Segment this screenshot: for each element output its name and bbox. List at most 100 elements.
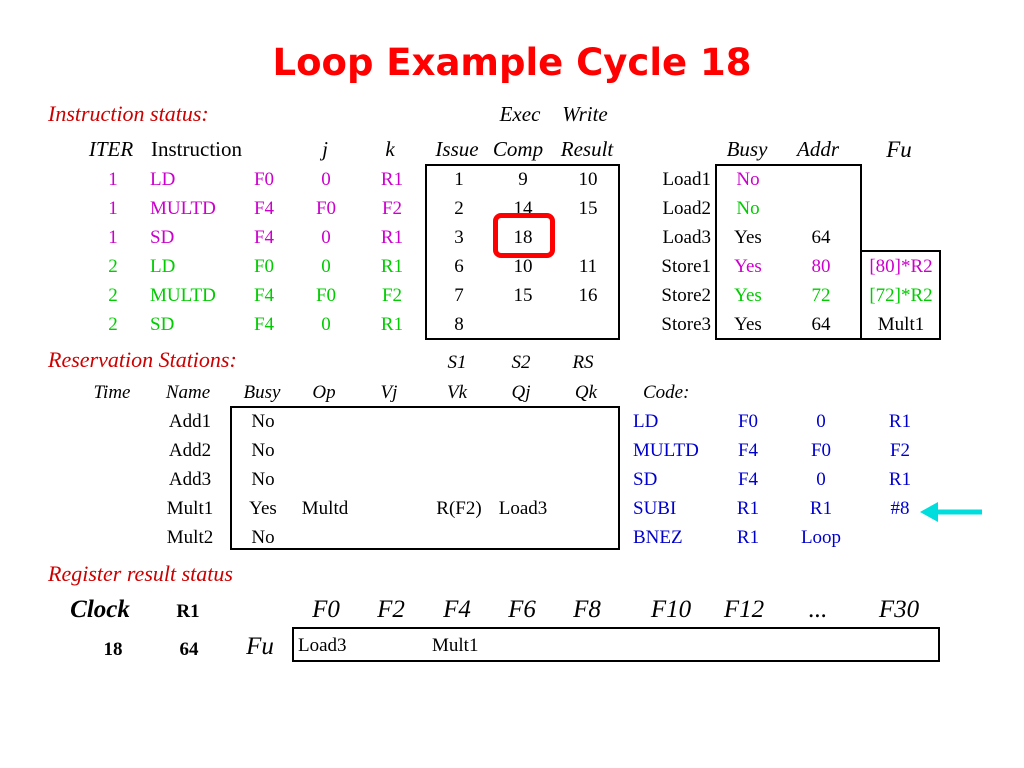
- rs-busy: No: [251, 411, 275, 432]
- instruction-header: Instruction: [151, 137, 242, 161]
- register-8-label: F30: [878, 596, 920, 623]
- code-arg3: R1: [888, 411, 912, 432]
- rs-vk: R(F2): [436, 498, 482, 519]
- lsbuf-busy: No: [736, 169, 760, 190]
- instr-dest: F0: [253, 169, 275, 190]
- instr-issue: 6: [454, 256, 464, 277]
- instr-j: 0: [321, 227, 331, 248]
- code-arg1: F0: [737, 411, 759, 432]
- instr-j: 0: [321, 256, 331, 277]
- qk-header: Qk: [574, 382, 598, 403]
- register-0-label: F0: [312, 596, 340, 623]
- lsbuf-addr: 64: [811, 227, 831, 248]
- rs-busy: No: [251, 527, 275, 548]
- s1-header: S1: [447, 352, 467, 373]
- lsbuf-fu: [72]*R2: [869, 285, 933, 306]
- code-arg1: R1: [736, 527, 760, 548]
- instr-result: 16: [578, 285, 598, 306]
- lsbuf-addr: 72: [811, 285, 831, 306]
- lsbuf-addr-header: Addr: [797, 137, 839, 161]
- clock-label: Clock: [70, 596, 130, 623]
- rs-busy: No: [251, 469, 275, 490]
- exec-header: Exec: [499, 102, 541, 126]
- instr-op: LD: [150, 169, 176, 190]
- time-header: Time: [93, 382, 131, 403]
- register-3-label: F6: [508, 596, 536, 623]
- instr-comp: 10: [513, 256, 533, 277]
- write-header: Write: [562, 102, 608, 126]
- code-arg2: 0: [816, 411, 826, 432]
- lsbuf-busy: Yes: [734, 285, 762, 306]
- instr-iter: 1: [108, 198, 118, 219]
- issue-header: Issue: [435, 137, 479, 161]
- instr-iter: 1: [108, 169, 118, 190]
- rs-busy: No: [251, 440, 275, 461]
- register-status-box: [292, 627, 940, 662]
- qj-header: Qj: [511, 382, 531, 403]
- register-2-fu: Mult1: [432, 635, 479, 656]
- instr-result: 15: [578, 198, 598, 219]
- r1-label: R1: [176, 601, 200, 622]
- register-2-label: F4: [443, 596, 471, 623]
- rs-name: Mult1: [166, 498, 214, 519]
- lsbuf-name: Store3: [661, 314, 711, 335]
- lsbuf-name: Load3: [662, 227, 711, 248]
- instr-result: 11: [578, 256, 598, 277]
- vj-header: Vj: [380, 382, 398, 403]
- instr-issue: 3: [454, 227, 464, 248]
- op-header: Op: [312, 382, 336, 403]
- code-arg2: F0: [810, 440, 832, 461]
- highlight-box: [493, 213, 555, 258]
- j-header: j: [322, 137, 328, 161]
- rs-qj: Load3: [498, 498, 548, 519]
- clock-value: 18: [103, 639, 123, 660]
- arrow-left-icon: [920, 502, 982, 522]
- code-arg3: R1: [888, 469, 912, 490]
- instr-issue: 2: [454, 198, 464, 219]
- register-1-label: F2: [377, 596, 405, 623]
- lsbuf-busy: Yes: [734, 256, 762, 277]
- register-4-label: F8: [573, 596, 601, 623]
- rs-name: Mult2: [166, 527, 214, 548]
- rs-header: RS: [572, 352, 594, 373]
- lsbuf-addr: 80: [811, 256, 831, 277]
- instr-iter: 2: [108, 314, 118, 335]
- reservation-stations-box: [230, 406, 620, 550]
- lsbuf-name: Store2: [661, 285, 711, 306]
- code-op: BNEZ: [633, 527, 683, 548]
- instr-j: 0: [321, 169, 331, 190]
- fu-label: Fu: [246, 633, 274, 660]
- r1-value: 64: [179, 639, 199, 660]
- lsbuf-busy: Yes: [734, 227, 762, 248]
- instruction-status-label: Instruction status:: [48, 101, 209, 126]
- s2-header: S2: [511, 352, 531, 373]
- instr-dest: F0: [253, 256, 275, 277]
- lsbuf-fu-header: Fu: [886, 137, 912, 162]
- instr-j: 0: [321, 314, 331, 335]
- code-arg1: R1: [736, 498, 760, 519]
- instr-iter: 1: [108, 227, 118, 248]
- instr-dest: F4: [253, 198, 275, 219]
- code-arg2: Loop: [800, 527, 842, 548]
- instr-issue: 7: [454, 285, 464, 306]
- instr-issue: 1: [454, 169, 464, 190]
- iter-header: ITER: [88, 137, 134, 161]
- rs-name: Add2: [168, 440, 212, 461]
- lsbuf-fu-box: [860, 250, 941, 340]
- instr-dest: F4: [253, 227, 275, 248]
- instr-op: MULTD: [150, 198, 216, 219]
- instr-k: R1: [380, 314, 404, 335]
- name-header: Name: [165, 382, 211, 403]
- rs-name: Add1: [168, 411, 212, 432]
- rs-busy: Yes: [249, 498, 277, 519]
- lsbuf-fu: Mult1: [877, 314, 925, 335]
- rs-busy-header: Busy: [243, 382, 281, 403]
- instr-iter: 2: [108, 256, 118, 277]
- rs-op: Multd: [301, 498, 349, 519]
- result-header: Result: [560, 137, 614, 161]
- instr-k: R1: [380, 256, 404, 277]
- page-title: Loop Example Cycle 18: [272, 41, 752, 84]
- code-arg3: F2: [889, 440, 911, 461]
- instr-op: SD: [150, 227, 175, 248]
- code-arg2: 0: [816, 469, 826, 490]
